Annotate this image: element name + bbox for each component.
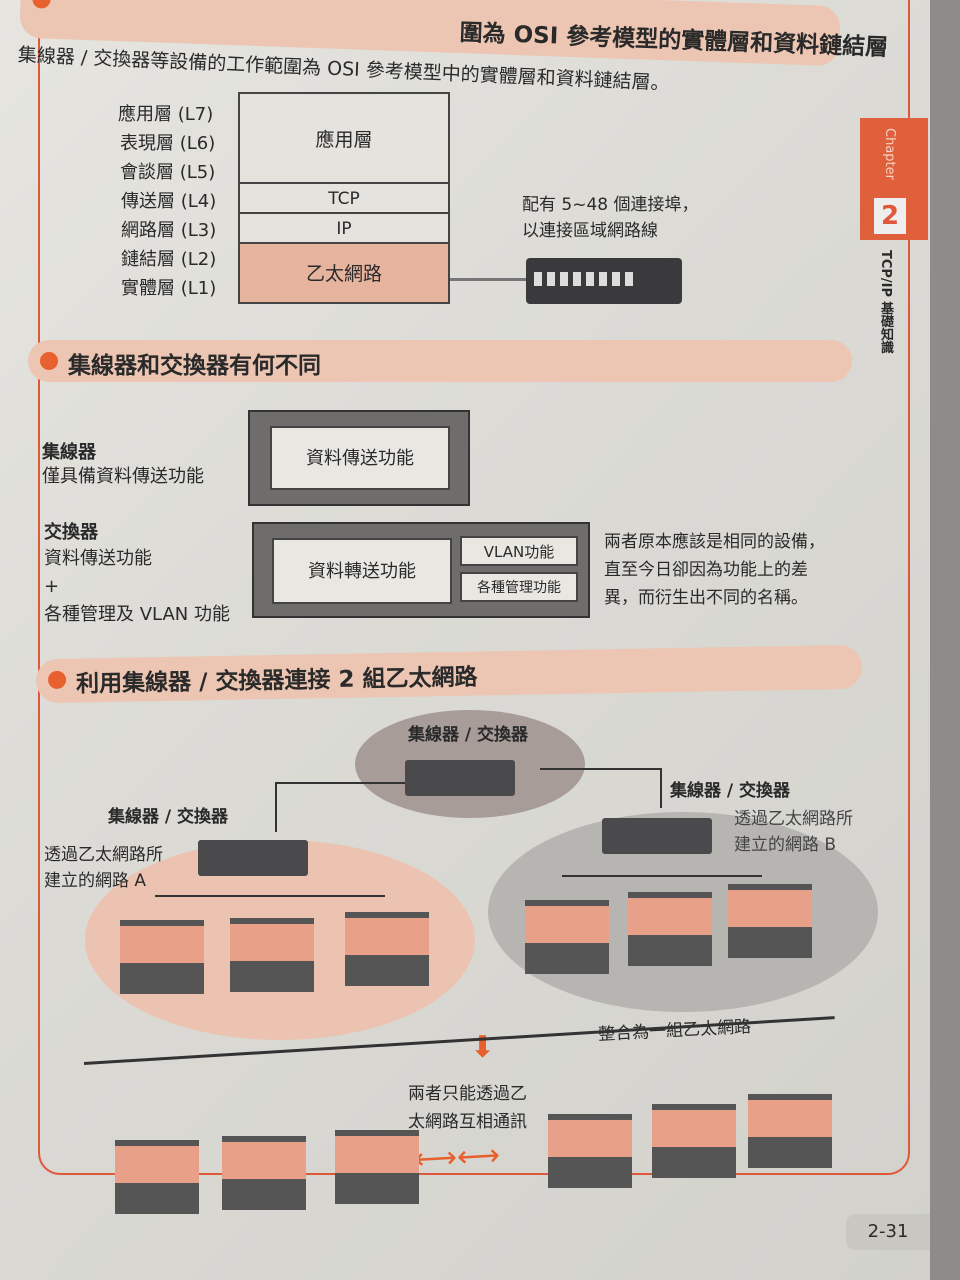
left-switch-label: 集線器 / 交換器: [108, 807, 229, 827]
note-line: 直至今日卻因為功能上的差: [604, 560, 808, 580]
note-line: 異，而衍生出不同的名稱。: [604, 588, 808, 608]
link: [660, 768, 662, 808]
center-switch-label: 集線器 / 交換器: [408, 725, 529, 745]
link: [155, 895, 385, 897]
layer-l6: 表現層 (L6): [120, 133, 216, 154]
mgmt-box: 各種管理功能: [460, 572, 578, 602]
section-heading: 圍為 OSI 參考模型的實體層和資料鏈結層: [459, 20, 889, 61]
difference-note: 兩者原本應該是相同的設備， 直至今日卻因為功能上的差異，而衍生出不同的名稱。: [604, 528, 825, 612]
center-switch-icon: [405, 760, 515, 796]
right-switch-icon: [602, 818, 712, 854]
switch-function-box: 資料轉送功能: [272, 538, 452, 604]
layer-l1: 實體層 (L1): [121, 278, 217, 299]
cable: [450, 278, 530, 281]
right-switch-label: 集線器 / 交換器: [670, 781, 791, 801]
note-line: 太網路互相通訊: [408, 1112, 527, 1132]
network-b-label: 透過乙太網路所建立的網路 B: [734, 806, 853, 858]
layer-l4: 傳送層 (L4): [121, 191, 217, 212]
down-arrow-icon: ⬇: [470, 1030, 496, 1065]
laptop-icon: [345, 912, 429, 986]
communication-note: 兩者只能透過乙太網路互相通訊: [408, 1080, 527, 1136]
label-line: 透過乙太網路所: [734, 809, 853, 829]
label-line: 建立的網路 A: [44, 871, 147, 891]
switch-device: 資料轉送功能 VLAN功能 各種管理功能: [252, 522, 590, 618]
left-switch-icon: [198, 840, 308, 876]
vlan-box: VLAN功能: [460, 536, 578, 566]
chapter-label: Chapter: [882, 128, 897, 180]
laptop-icon: [548, 1114, 632, 1188]
link: [540, 768, 660, 770]
link: [275, 782, 277, 832]
laptop-icon: [652, 1104, 736, 1178]
hub-desc: 僅具備資料傳送功能: [42, 466, 204, 487]
osi-app-block: 應用層: [238, 92, 450, 184]
laptop-icon: [222, 1136, 306, 1210]
laptop-icon: [335, 1130, 419, 1204]
osi-tcp-block: TCP: [238, 182, 450, 214]
link: [562, 875, 762, 877]
layer-l2: 鏈結層 (L2): [121, 249, 217, 270]
link: [275, 782, 405, 784]
laptop-icon: [728, 884, 812, 958]
note-line: 以連接區域網路線: [522, 221, 658, 241]
layer-l5: 會談層 (L5): [120, 162, 216, 183]
layer-l7: 應用層 (L7): [118, 104, 214, 125]
chapter-number: 2: [874, 198, 906, 234]
section-title: 集線器和交換器有何不同: [68, 353, 321, 379]
switch-icon: [526, 258, 682, 304]
chapter-topic: TCP/IP 基礎知識: [878, 250, 893, 354]
note-line: 兩者原本應該是相同的設備，: [604, 532, 825, 552]
laptop-icon: [230, 918, 314, 992]
hub-device: 資料傳送功能: [248, 410, 470, 506]
chapter-tab: Chapter 2: [860, 118, 928, 240]
laptop-icon: [115, 1140, 199, 1214]
laptop-icon: [628, 892, 712, 966]
hub-function-box: 資料傳送功能: [270, 426, 450, 490]
layer-l3: 網路層 (L3): [121, 220, 217, 241]
desc-line: 各種管理及 VLAN 功能: [44, 604, 230, 625]
page-number: 2-31: [846, 1214, 930, 1250]
note-line: 配有 5~48 個連接埠，: [522, 195, 699, 215]
page-frame: [38, 0, 910, 1175]
switch-title: 交換器: [44, 522, 98, 543]
laptop-icon: [525, 900, 609, 974]
laptop-icon: [120, 920, 204, 994]
network-a-label: 透過乙太網路所建立的網路 A: [44, 842, 163, 894]
note-line: 兩者只能透過乙: [408, 1084, 527, 1104]
osi-ip-block: IP: [238, 212, 450, 244]
hub-title: 集線器: [42, 442, 96, 463]
laptop-icon: [748, 1094, 832, 1168]
label-line: 建立的網路 B: [734, 835, 837, 855]
osi-ethernet-block: 乙太網路: [238, 242, 450, 304]
port-note: 配有 5~48 個連接埠， 以連接區域網路線: [522, 192, 699, 244]
label-line: 透過乙太網路所: [44, 845, 163, 865]
desc-line: 資料傳送功能: [44, 548, 152, 569]
switch-desc: 資料傳送功能 + 各種管理及 VLAN 功能: [44, 545, 230, 629]
section-band-1: 集線器和交換器有何不同: [28, 340, 852, 382]
section-title: 利用集線器 / 交換器連接 2 組乙太網路: [75, 664, 478, 698]
double-arrow-icon: ⟷⟷: [413, 1137, 501, 1178]
book-page: 圍為 OSI 參考模型的實體層和資料鏈結層 集線器 / 交換器等設備的工作範圍為…: [0, 0, 930, 1280]
desc-line: +: [44, 576, 60, 597]
